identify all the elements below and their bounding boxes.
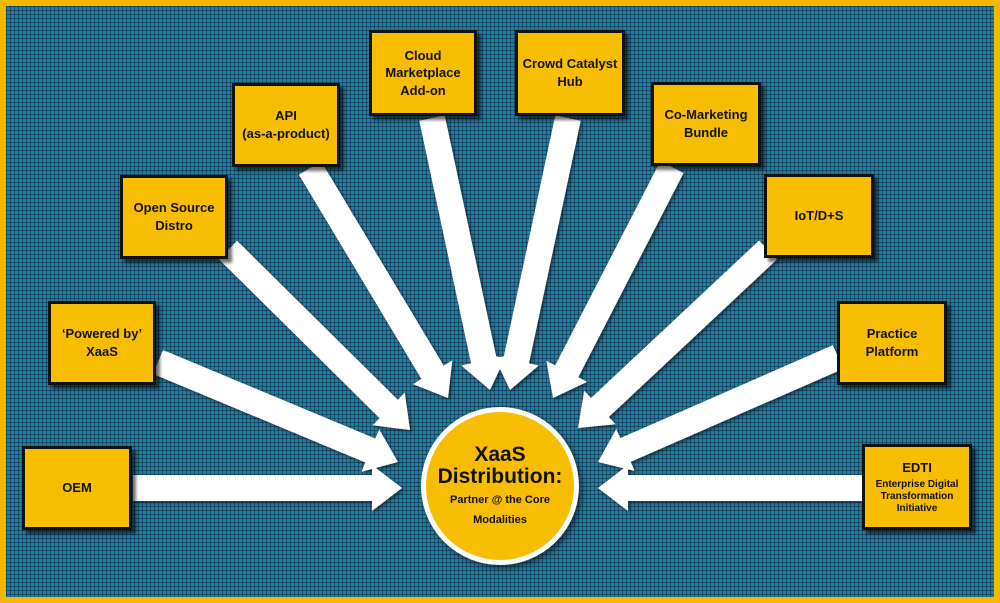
box-edti-title: EDTI (902, 459, 932, 475)
arrow-practice (598, 345, 844, 471)
arrow-api (298, 161, 453, 398)
arrow-powered-by (153, 350, 398, 472)
box-comarketing-line1: Co-Marketing (664, 107, 748, 123)
center-subtitle-line2: Modalities (473, 514, 527, 527)
arrow-edti (598, 465, 862, 511)
box-edti-desc-line2: Transformation (880, 491, 954, 503)
box-edti: EDTI Enterprise Digital Transformation I… (862, 444, 972, 530)
center-title-line2: Distribution: (437, 465, 563, 489)
box-crowd-line2: Hub (557, 74, 583, 89)
box-open-source-line2: Distro (155, 218, 193, 233)
box-practice-label: Practice Platform (865, 326, 919, 359)
arrow-crowd (493, 115, 581, 391)
box-api-line2: (as-a-product) (242, 126, 330, 141)
box-cloud-line1: Cloud (404, 47, 442, 63)
center-title-line1: XaaS (474, 443, 526, 467)
box-edti-desc-line1: Enterprise Digital (875, 479, 959, 491)
box-practice-platform: Practice Platform (837, 301, 947, 385)
box-cloud-line2: Marketplace (385, 65, 461, 81)
box-co-marketing: Co-Marketing Bundle (651, 82, 761, 166)
arrow-open-source (218, 240, 410, 430)
arrow-co-marketing (546, 161, 684, 398)
center-subtitle-line1: Partner @ the Core (450, 494, 550, 507)
box-powered-by: ‘Powered by’ XaaS (48, 301, 156, 385)
box-cloud-marketplace: Cloud Marketplace Add-on (369, 30, 477, 116)
arrow-cloud (419, 115, 507, 391)
arrow-iot (578, 240, 777, 428)
box-open-source: Open Source Distro (120, 175, 228, 259)
box-powered-by-line2: XaaS (86, 344, 118, 359)
box-powered-by-line1: ‘Powered by’ (61, 326, 143, 342)
box-cloud-line3: Add-on (400, 82, 446, 98)
box-edti-desc-line3: Initiative (896, 503, 938, 515)
box-api-line1: API (275, 108, 297, 124)
box-open-source-line1: Open Source (133, 200, 215, 216)
box-iot: IoT/D+S (764, 174, 874, 258)
box-oem: OEM (22, 446, 132, 530)
box-comarketing-line2: Bundle (683, 125, 729, 140)
arrow-oem (133, 465, 402, 511)
box-crowd-line1: Crowd Catalyst (522, 56, 618, 72)
box-api: API (as-a-product) (232, 83, 340, 167)
box-iot-label: IoT/D+S (794, 208, 844, 224)
box-oem-label: OEM (62, 480, 92, 496)
center-circle: XaaS Distribution: Partner @ the Core Mo… (421, 407, 579, 565)
box-crowd-catalyst: Crowd Catalyst Hub (515, 30, 625, 116)
